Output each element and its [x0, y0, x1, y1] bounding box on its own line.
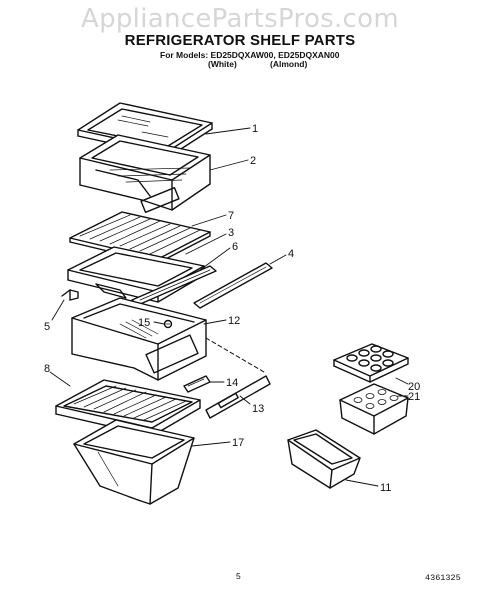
- page-title: REFRIGERATOR SHELF PARTS: [124, 32, 356, 49]
- callout-14: 14: [226, 377, 238, 389]
- variant-white-label: (White): [208, 59, 237, 69]
- callout-11: 11: [380, 482, 391, 494]
- diagram-number: 4361325: [425, 573, 461, 583]
- variant-almond-label: (Almond): [270, 59, 308, 69]
- callout-15: 15: [138, 317, 150, 329]
- leader-lines: [49, 127, 409, 487]
- callout-13: 13: [252, 403, 264, 415]
- callout-7: 7: [228, 210, 234, 222]
- callout-4: 4: [288, 248, 294, 260]
- part-drawer-front: [205, 375, 271, 419]
- part-screw: [163, 319, 173, 329]
- callout-5: 5: [44, 321, 50, 333]
- part-handle-clip: [183, 375, 211, 393]
- part-utility-bin: [287, 429, 361, 489]
- callout-labels: 1 2 7 3 6 4 5 15 12 8 14 13 17 20 21 11: [44, 123, 420, 494]
- callout-6: 6: [232, 241, 238, 253]
- model-numbers: For Models: ED25DQXAW00, ED25DQXAN00: [160, 50, 340, 60]
- part-crisper-cover-frame: [79, 134, 211, 214]
- callout-3: 3: [228, 227, 234, 239]
- callout-20: 20: [408, 381, 420, 393]
- callout-17: 17: [232, 437, 244, 449]
- site-watermark: AppliancePartsPros.com: [80, 4, 399, 34]
- part-egg-bin: [339, 383, 409, 435]
- callout-8: 8: [44, 363, 50, 375]
- callout-21: 21: [408, 391, 420, 403]
- part-egg-tray: [333, 343, 409, 383]
- page-number: 5: [236, 571, 241, 581]
- callout-12: 12: [228, 315, 240, 327]
- part-crisper-rail-4: [193, 262, 273, 309]
- part-crisper-frame: [67, 246, 205, 303]
- part-crisper-pan: [73, 419, 195, 505]
- callout-2: 2: [250, 155, 256, 167]
- callout-1: 1: [252, 123, 258, 135]
- part-support-bracket: [61, 289, 79, 301]
- part-meat-drawer: [71, 297, 207, 381]
